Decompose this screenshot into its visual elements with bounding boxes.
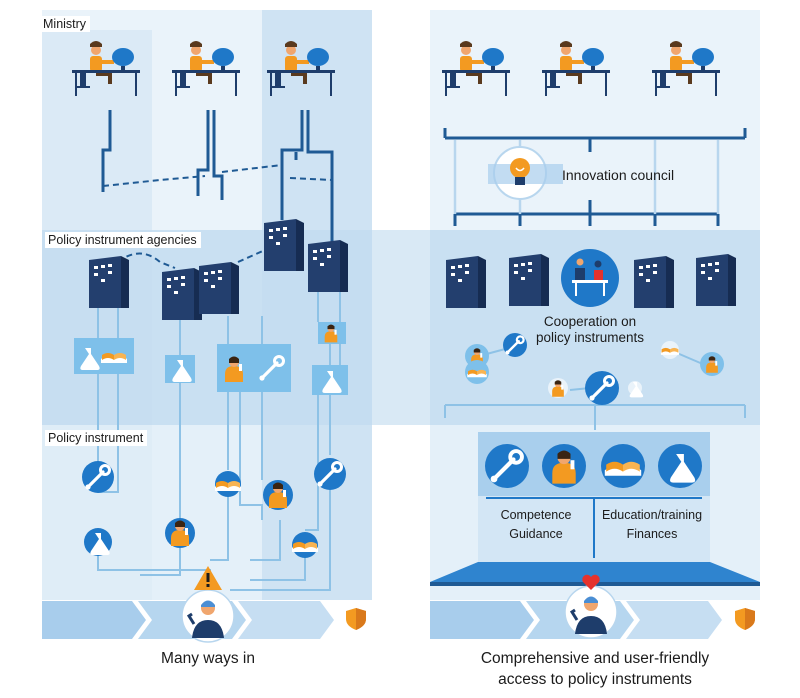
left-instrument-box — [74, 338, 134, 374]
cooperation-line-1: Cooperation on — [543, 314, 637, 329]
warning-icon — [194, 566, 222, 590]
advisor-icon — [165, 518, 195, 548]
office-worker-icon — [264, 37, 346, 101]
instrument-label: Policy instrument — [45, 430, 148, 446]
user-icon — [180, 588, 236, 644]
wrench-icon — [314, 458, 346, 490]
lightbulb-icon — [488, 146, 563, 200]
cooperation-label: Cooperation on policy instruments — [520, 314, 660, 346]
flask-icon — [84, 528, 112, 556]
caption-right-line-2: access to policy instruments — [498, 671, 692, 688]
book-icon — [465, 360, 489, 384]
advisor-icon — [700, 352, 724, 376]
innovation-council-label: Innovation council — [562, 167, 675, 183]
education-finances-label: Education/training Finances — [596, 506, 708, 544]
office-worker-icon — [69, 37, 151, 101]
education-text: Education/training — [601, 508, 703, 522]
flask-icon — [628, 381, 644, 398]
left-lower-connections — [97, 292, 341, 591]
book-icon — [660, 341, 680, 359]
office-worker-icon — [169, 37, 251, 101]
building-icon — [509, 254, 549, 306]
building-icon — [634, 256, 674, 308]
competence-guidance-label: Competence Guidance — [482, 506, 590, 544]
building-icon — [696, 254, 736, 306]
caption-right: Comprehensive and user-friendly access t… — [455, 648, 735, 690]
caption-right-line-1: Comprehensive and user-friendly — [480, 650, 710, 667]
building-icon — [308, 240, 348, 292]
user-icon — [563, 584, 619, 640]
agencies-band-bridge — [372, 230, 430, 425]
wrench-icon — [585, 371, 619, 405]
guidance-text: Guidance — [509, 527, 563, 541]
cooperation-line-2: policy instruments — [535, 330, 645, 345]
caption-left: Many ways in — [161, 650, 255, 667]
building-icon — [264, 219, 304, 271]
instrument-bundle — [430, 432, 760, 586]
building-icon — [89, 256, 129, 308]
advisor-icon — [263, 480, 293, 510]
office-worker-icon — [439, 37, 521, 101]
ministry-label: Ministry — [40, 16, 91, 32]
book-icon — [215, 471, 241, 497]
building-icon — [199, 262, 239, 314]
building-icon — [446, 256, 486, 308]
left-instrument-box — [312, 365, 348, 395]
left-ministry-connections — [101, 110, 334, 245]
left-instrument-box — [318, 322, 346, 344]
left-instrument-box — [165, 355, 195, 383]
finances-text: Finances — [626, 527, 678, 541]
office-worker-icon — [539, 37, 621, 101]
right-ministry-connections — [443, 128, 747, 226]
meeting-icon — [561, 249, 619, 307]
wrench-icon — [503, 333, 527, 357]
competence-text: Competence — [500, 508, 572, 522]
left-instrument-box — [217, 344, 291, 392]
advisor-icon — [548, 378, 568, 398]
building-icon — [162, 268, 202, 320]
book-icon — [292, 532, 318, 558]
wrench-icon — [82, 461, 114, 493]
office-worker-icon — [649, 37, 731, 101]
agencies-label: Policy instrument agencies — [45, 232, 201, 248]
heart-icon — [582, 574, 600, 590]
